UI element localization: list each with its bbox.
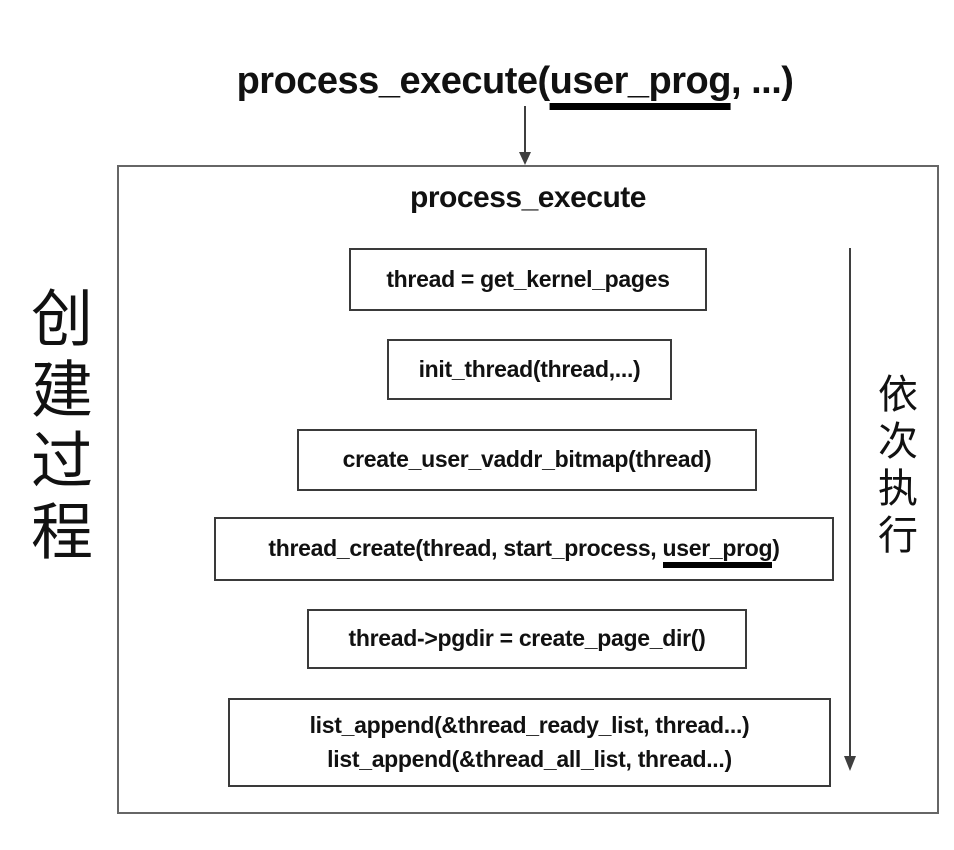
step-box-thread-create: thread_create(thread, start_process, use…: [214, 517, 834, 581]
step-box-list-append: list_append(&thread_ready_list, thread..…: [228, 698, 831, 787]
step-box-create-user-vaddr-bitmap: create_user_vaddr_bitmap(thread): [297, 429, 757, 491]
right-vertical-label: 依次执行: [872, 373, 916, 561]
process-execute-box: process_execute thread = get_kernel_page…: [117, 165, 939, 814]
left-vertical-label: 创建过程: [21, 286, 90, 570]
top-title: process_execute(user_prog, ...): [237, 60, 794, 110]
down-arrow-icon: [519, 106, 531, 165]
step-box-init-thread: init_thread(thread,...): [387, 339, 672, 400]
sequence-arrow-icon: [844, 248, 856, 771]
process-execute-heading: process_execute: [410, 181, 647, 214]
step-box-create-page-dir: thread->pgdir = create_page_dir(): [307, 609, 747, 669]
step-box-get-kernel-pages: thread = get_kernel_pages: [349, 248, 707, 311]
